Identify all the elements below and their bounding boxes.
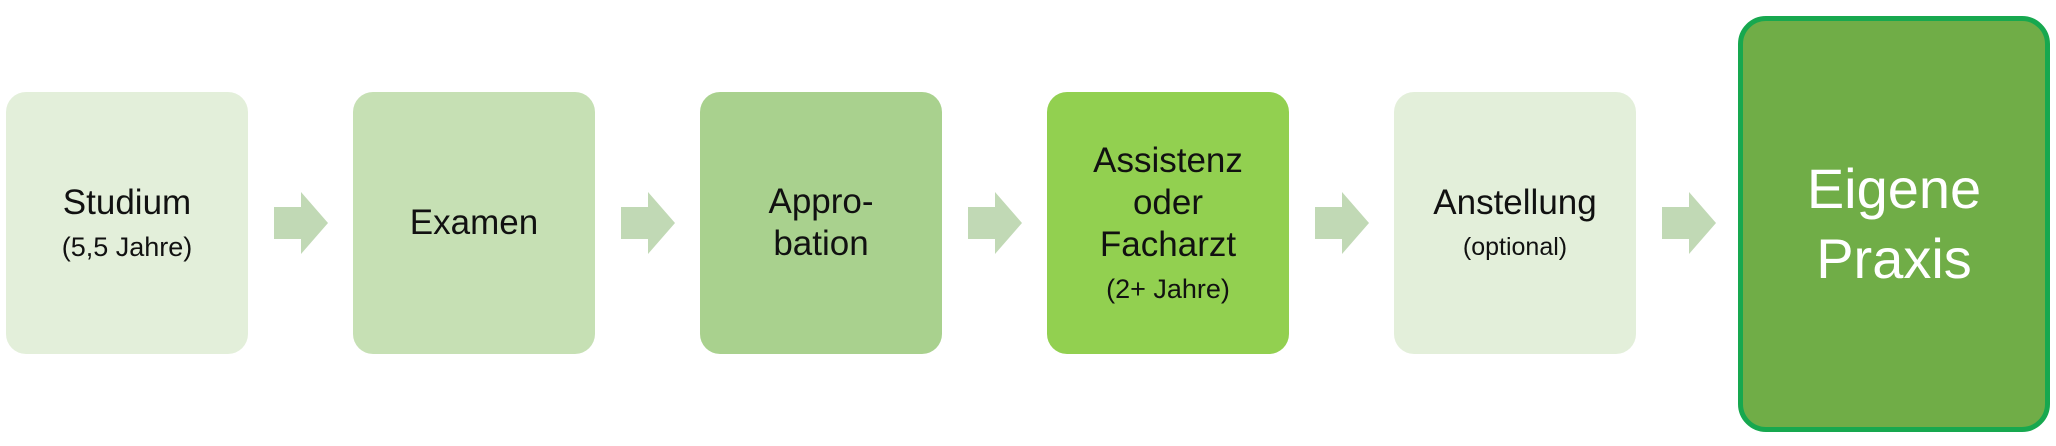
arrow-right-icon (1315, 192, 1369, 254)
step-studium: Studium (5,5 Jahre) (6, 92, 248, 354)
step-label-line-2: bation (773, 224, 869, 263)
step-duration: (5,5 Jahre) (61, 232, 193, 262)
step-duration: (2+ Jahre) (1106, 274, 1230, 304)
arrow-right-icon (621, 192, 675, 254)
step-label-line-2: oder (1132, 183, 1204, 222)
step-eigene-praxis: Eigene Praxis (1738, 16, 2050, 432)
step-note: (optional) (1462, 233, 1568, 261)
step-approbation: Appro- bation (700, 92, 942, 354)
step-examen: Examen (353, 92, 595, 354)
step-label: Studium (62, 183, 192, 222)
final-label-line-1: Eigene (1806, 157, 1982, 220)
step-label-line-1: Assistenz (1093, 141, 1243, 180)
step-anstellung: Anstellung (optional) (1394, 92, 1636, 354)
arrow-right-icon (1662, 192, 1716, 254)
arrow-right-icon (968, 192, 1022, 254)
step-label-line-1: Appro- (768, 182, 874, 221)
step-label: Examen (409, 203, 539, 242)
step-assistenz-facharzt: Assistenz oder Facharzt (2+ Jahre) (1047, 92, 1289, 354)
step-label: Anstellung (1433, 183, 1597, 222)
final-label-line-2: Praxis (1816, 227, 1972, 290)
step-label-line-3: Facharzt (1099, 225, 1237, 264)
arrow-right-icon (274, 192, 328, 254)
